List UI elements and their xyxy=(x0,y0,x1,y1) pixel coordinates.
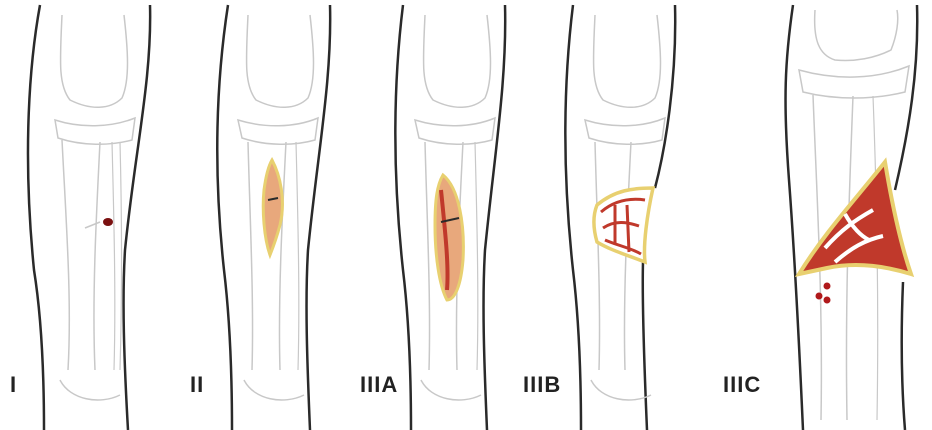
blood-drop-icon xyxy=(816,293,823,300)
blood-drop-icon xyxy=(824,297,831,304)
leg-diagram-type-iiic xyxy=(695,0,932,430)
wound xyxy=(263,160,282,255)
panel-type-iiia: IIIA xyxy=(355,0,540,430)
panel-type-i: I xyxy=(0,0,170,430)
blood-drop-icon xyxy=(824,283,831,290)
leg-diagram-type-ii xyxy=(170,0,355,430)
panel-label: IIIC xyxy=(723,372,761,398)
panel-label: II xyxy=(190,372,204,398)
panel-type-ii: II xyxy=(170,0,355,430)
leg-diagram-type-iiia xyxy=(355,0,540,430)
panel-label: IIIB xyxy=(523,372,561,398)
leg-diagram-type-iiib xyxy=(515,0,695,430)
panel-type-iiic: IIIC xyxy=(695,0,932,430)
leg-diagram-type-i xyxy=(0,0,170,430)
panel-type-iiib: IIIB xyxy=(515,0,695,430)
panel-label: I xyxy=(10,372,17,398)
puncture-wound-dot xyxy=(103,218,113,226)
panel-label: IIIA xyxy=(360,372,398,398)
